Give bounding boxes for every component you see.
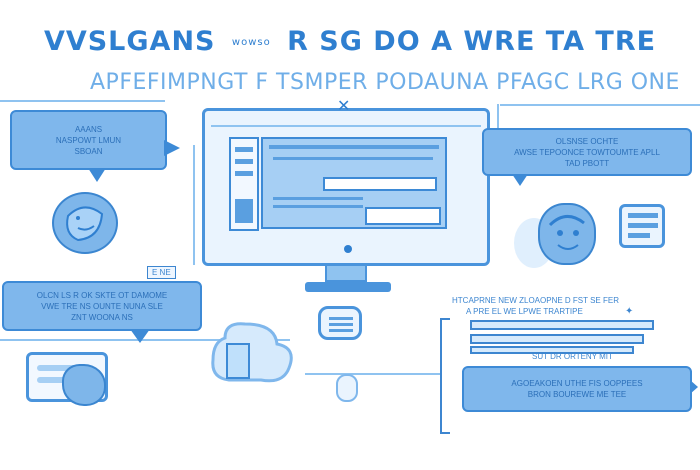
list-footer: SUT DR ORTENY MIT bbox=[532, 352, 613, 361]
monitor-stand bbox=[325, 266, 367, 282]
sidebar-line bbox=[235, 171, 253, 176]
monitor-frame bbox=[202, 108, 490, 266]
list-subheader: A PRE EL WE LPWE TRARTIPE bbox=[466, 307, 583, 316]
hand-icon bbox=[62, 364, 106, 406]
bubble-tail bbox=[130, 329, 150, 343]
bubble-tail bbox=[690, 380, 698, 394]
mouse-icon bbox=[336, 374, 358, 402]
speech-bubble-left-bottom: OLCN LS R OK SKTE OT DAMOME VWE TRE NS O… bbox=[2, 281, 202, 331]
cloud-puzzle-icon bbox=[205, 318, 297, 388]
content-line bbox=[273, 205, 363, 208]
list-bracket bbox=[440, 318, 450, 434]
chat-line bbox=[37, 377, 75, 383]
headline-small: wowso bbox=[231, 37, 271, 48]
headline-left: VVSLGANS bbox=[43, 26, 216, 57]
speech-bubble-left-top: AAANS NASPOWT LMUN SBOAN bbox=[10, 110, 167, 170]
divider-top-right bbox=[500, 104, 700, 106]
bubble-text: OLSNSE OCHTE bbox=[555, 136, 619, 146]
headline: VVSLGANS wowso R SG DO A WRE TA TRE bbox=[0, 26, 700, 57]
bubble-text: TAD PBOTT bbox=[564, 158, 610, 168]
bubble-text: SBOAN bbox=[74, 146, 103, 156]
bubble-text: ZNT WOONA NS bbox=[71, 312, 133, 322]
content-line bbox=[273, 197, 363, 200]
small-label: E NE bbox=[147, 266, 176, 279]
list-item-bar[interactable] bbox=[470, 320, 654, 330]
sidebar-line bbox=[235, 159, 253, 164]
bubble-text: OLCN LS R OK SKTE OT DAMOME bbox=[36, 290, 168, 300]
divider-vertical-left bbox=[193, 145, 195, 265]
bubble-text: AGOEAKOEN UTHE FIS OOPPEES bbox=[511, 379, 643, 388]
content-line bbox=[273, 157, 433, 160]
chat-line bbox=[628, 213, 658, 218]
doc-line bbox=[329, 329, 353, 332]
monitor-header-bar bbox=[211, 117, 481, 127]
headline-right: R SG DO A WRE TA TRE bbox=[287, 26, 657, 57]
subheadline: APFEFIMPNGT F TSMPER PODAUNA PFAGC LRG O… bbox=[90, 70, 680, 95]
bubble-text: AWSE TEPOONCE TOWTOUMTE APLL bbox=[514, 147, 660, 157]
bubble-text: NASPOWT LMUN bbox=[55, 135, 122, 145]
sidebar-panel bbox=[229, 137, 259, 231]
bubble-tail bbox=[164, 140, 180, 156]
assistant-face-icon bbox=[538, 203, 596, 265]
divider-bottom bbox=[305, 373, 440, 375]
bubble-tail bbox=[88, 168, 106, 182]
list-item-bar[interactable] bbox=[470, 346, 634, 354]
bubble-text: BRON BOUREWE ME TEE bbox=[527, 390, 627, 399]
monitor-bottom-button[interactable] bbox=[365, 207, 441, 225]
list-header: HTCAPRNE NEW ZLOAOPNE D FST SE FER bbox=[452, 296, 619, 305]
divider-top-left bbox=[0, 100, 165, 102]
chat-line bbox=[628, 223, 658, 228]
bubble-text: VWE TRE NS OUNTE NUNA SLE bbox=[41, 301, 163, 311]
speech-bubble-right-top: OLSNSE OCHTE AWSE TEPOONCE TOWTOUMTE APL… bbox=[482, 128, 692, 176]
chat-message-icon bbox=[619, 204, 665, 248]
sidebar-block bbox=[235, 199, 253, 223]
bubble-tail bbox=[512, 174, 528, 186]
divider-vertical-right bbox=[497, 104, 499, 149]
sidebar-line bbox=[235, 147, 253, 152]
list-item-bar[interactable] bbox=[470, 334, 644, 344]
chat-line bbox=[628, 233, 650, 238]
chat-line bbox=[37, 365, 85, 371]
monitor-antenna-icon: ✕ bbox=[337, 98, 351, 115]
list-star-icon: ✦ bbox=[625, 306, 634, 317]
doc-line bbox=[329, 323, 353, 326]
speech-bubble-right-bottom: AGOEAKOEN UTHE FIS OOPPEES BRON BOUREWE … bbox=[462, 366, 692, 412]
bubble-text: AAANS bbox=[74, 124, 103, 134]
content-line bbox=[269, 145, 439, 149]
content-input[interactable] bbox=[323, 177, 437, 191]
monitor-base bbox=[305, 282, 391, 292]
doc-line bbox=[329, 317, 353, 320]
power-dot-icon bbox=[344, 245, 352, 253]
document-icon bbox=[318, 306, 362, 340]
avatar-face-icon bbox=[52, 192, 118, 254]
